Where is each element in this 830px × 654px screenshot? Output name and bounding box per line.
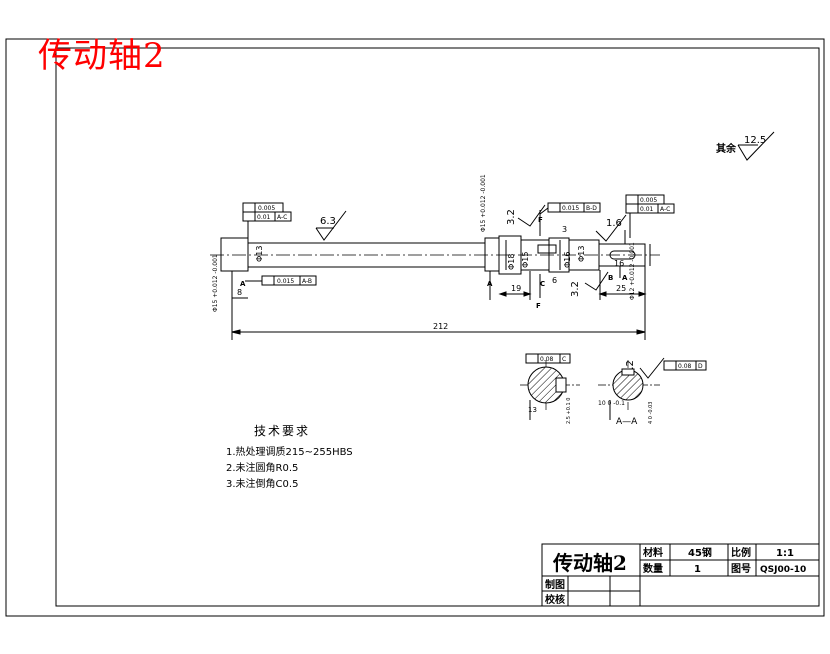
keyway-2 — [609, 250, 636, 260]
roughness-3-2-b: 3.2 — [570, 281, 581, 297]
dim-phi13: Φ13 — [255, 246, 264, 262]
dim-8: 8 — [237, 288, 242, 297]
label-A-left: A — [487, 280, 493, 288]
tol-t2: 0.01 — [257, 214, 271, 221]
tolerance-frames — [242, 194, 707, 371]
shaft-view — [210, 210, 660, 340]
tol-t6-ref: A-C — [660, 206, 670, 213]
label-C: C — [540, 280, 545, 288]
dim-19: 19 — [511, 284, 521, 293]
tol-t5: 0.005 — [640, 197, 657, 204]
tol-t3-ref: A-B — [302, 278, 312, 285]
title-block-drawn-label: 制图 — [545, 578, 565, 591]
roughness-6-3: 6.3 — [320, 216, 336, 227]
surface-note-value: 12.5 — [744, 135, 766, 146]
dim-3: 3 — [562, 225, 567, 234]
dim-6: 6 — [552, 276, 557, 285]
dim-total: 212 — [433, 322, 448, 331]
title-block-material-value: 45钢 — [688, 546, 712, 559]
sec2-dim-a: 10 0 -0.1 — [598, 400, 625, 407]
dim-25: 25 — [616, 284, 626, 293]
tech-requirement-item: 1.热处理调质215~255HBS — [226, 447, 353, 458]
title-block — [541, 543, 820, 607]
tol-t8: 0.08 — [678, 363, 692, 370]
title-block-scale-value: 1:1 — [776, 548, 794, 559]
tol-t3: 0.015 — [277, 278, 294, 285]
tech-requirement-item: 2.未注圆角R0.5 — [226, 463, 299, 474]
tol-t7: 0.08 — [540, 356, 554, 363]
sec1-dim-b: 2.5 +0.1 0 — [566, 398, 572, 424]
tol-t2-ref: A-C — [277, 214, 287, 221]
title-block-material-label: 材料 — [643, 546, 663, 559]
section-views — [520, 360, 660, 420]
roughness-3-2-a: 3.2 — [506, 209, 517, 225]
dim-phi15-mid: Φ15 +0.012 -0.001 — [480, 174, 487, 232]
title-block-checked-label: 校核 — [545, 593, 565, 606]
title-block-drawing-no-label: 图号 — [731, 563, 751, 575]
tol-t8-ref: D — [698, 363, 703, 370]
label-A-right: A — [622, 274, 628, 282]
tol-t7-ref: C — [562, 356, 566, 363]
roughness-3-2-c: 3.2 — [625, 360, 636, 376]
dim-phi15: Φ15 — [521, 252, 530, 268]
label-B: B — [608, 274, 613, 282]
keyway-1 — [537, 244, 557, 254]
title-block-part-name: 传动轴2 — [552, 551, 627, 575]
tol-t6: 0.01 — [640, 206, 654, 213]
dim-phi13-right: Φ13 — [577, 246, 586, 262]
label-A-journal: A — [240, 280, 246, 288]
title-block-drawing-no-value: QSJ00-10 — [760, 565, 806, 575]
outer-border — [5, 38, 825, 617]
tol-t1: 0.005 — [258, 205, 275, 212]
roughness-1-6: 1.6 — [606, 218, 622, 229]
tol-t4-ref: B-D — [586, 205, 597, 212]
dim-phi16: Φ16 — [563, 252, 572, 268]
tech-requirement-item: 3.未注倒角C0.5 — [226, 479, 299, 490]
surface-note-label: 其余 — [716, 142, 737, 155]
overlay-title: 传动轴2 — [38, 36, 166, 76]
sec1-dim-a: 13 — [528, 406, 537, 414]
tech-requirements: 技术要求 1.热处理调质215~255HBS 2.未注圆角R0.5 3.未注倒角… — [226, 423, 353, 493]
label-F-top: F — [538, 216, 543, 224]
title-block-scale-label: 比例 — [731, 546, 751, 559]
title-block-qty-label: 数量 — [643, 562, 663, 575]
dim-phi18: Φ18 — [507, 254, 516, 270]
collar-left — [484, 237, 500, 272]
left-journal — [220, 237, 249, 272]
roughness-marks — [315, 131, 775, 379]
inner-border — [55, 47, 820, 607]
dim-phi12: Φ12 +0.012 -0.001 — [629, 242, 636, 300]
label-F-bottom: F — [536, 302, 541, 310]
tech-requirements-heading: 技术要求 — [254, 424, 311, 438]
dim-16: 16 — [614, 259, 624, 268]
right-end — [598, 243, 646, 267]
section-label-AA: A—A — [616, 417, 638, 427]
tol-t4: 0.015 — [562, 205, 579, 212]
title-block-qty-value: 1 — [694, 564, 701, 575]
dim-phi15-left: Φ15 +0.012 -0.001 — [212, 254, 219, 312]
sec2-dim-b: 4 0 -0.03 — [648, 402, 654, 424]
